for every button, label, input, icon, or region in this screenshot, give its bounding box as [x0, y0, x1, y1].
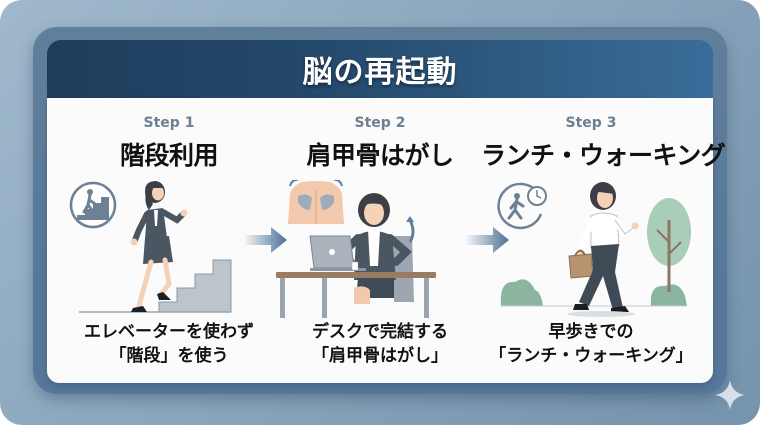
step-caption: デスクで完結する 「肩甲骨はがし」 [270, 320, 490, 368]
step-1: Step 1 階段利用 [59, 98, 279, 383]
woman-climbing-stairs-illustration [69, 181, 232, 313]
step-title: 階段利用 [119, 141, 219, 170]
steps-panel: Step 1 階段利用 [47, 98, 726, 383]
page-title: 脳の再起動 [302, 55, 458, 90]
step-caption: 早歩きでの 「ランチ・ウォーキング」 [481, 320, 701, 368]
caption-line-2: 「ランチ・ウォーキング」 [489, 346, 693, 366]
caption-line-1: 早歩きでの [548, 322, 634, 342]
caption-line-2: 「階段」を使う [109, 346, 229, 366]
step-label: Step 2 [354, 115, 406, 131]
woman-stretching-at-desk-illustration [276, 180, 436, 318]
caption-line-2: 「肩甲骨はがし」 [312, 346, 448, 366]
header-bar: 脳の再起動 [47, 40, 713, 98]
arrow-right-icon [467, 227, 509, 253]
step-3: Step 3 ランチ・ウォーキング [481, 98, 726, 383]
walking-clock-icon [497, 182, 547, 230]
caption-line-1: デスクで完結する [312, 322, 448, 342]
woman-walking-outdoors-illustration [497, 182, 691, 317]
stairs-climbing-icon [69, 181, 117, 229]
shoulder-blades-icon [288, 180, 344, 224]
step-caption: エレベーターを使わず 「階段」を使う [59, 320, 279, 368]
arrow-right-icon [245, 227, 287, 253]
step-label: Step 3 [565, 115, 617, 131]
caption-line-1: エレベーターを使わず [84, 322, 254, 342]
step-2: Step 2 肩甲骨はがし [270, 98, 490, 383]
sparkle-icon [715, 380, 745, 410]
step-label: Step 1 [143, 115, 195, 131]
step-title: ランチ・ウォーキング [481, 141, 726, 170]
step-title: 肩甲骨はがし [306, 141, 454, 170]
